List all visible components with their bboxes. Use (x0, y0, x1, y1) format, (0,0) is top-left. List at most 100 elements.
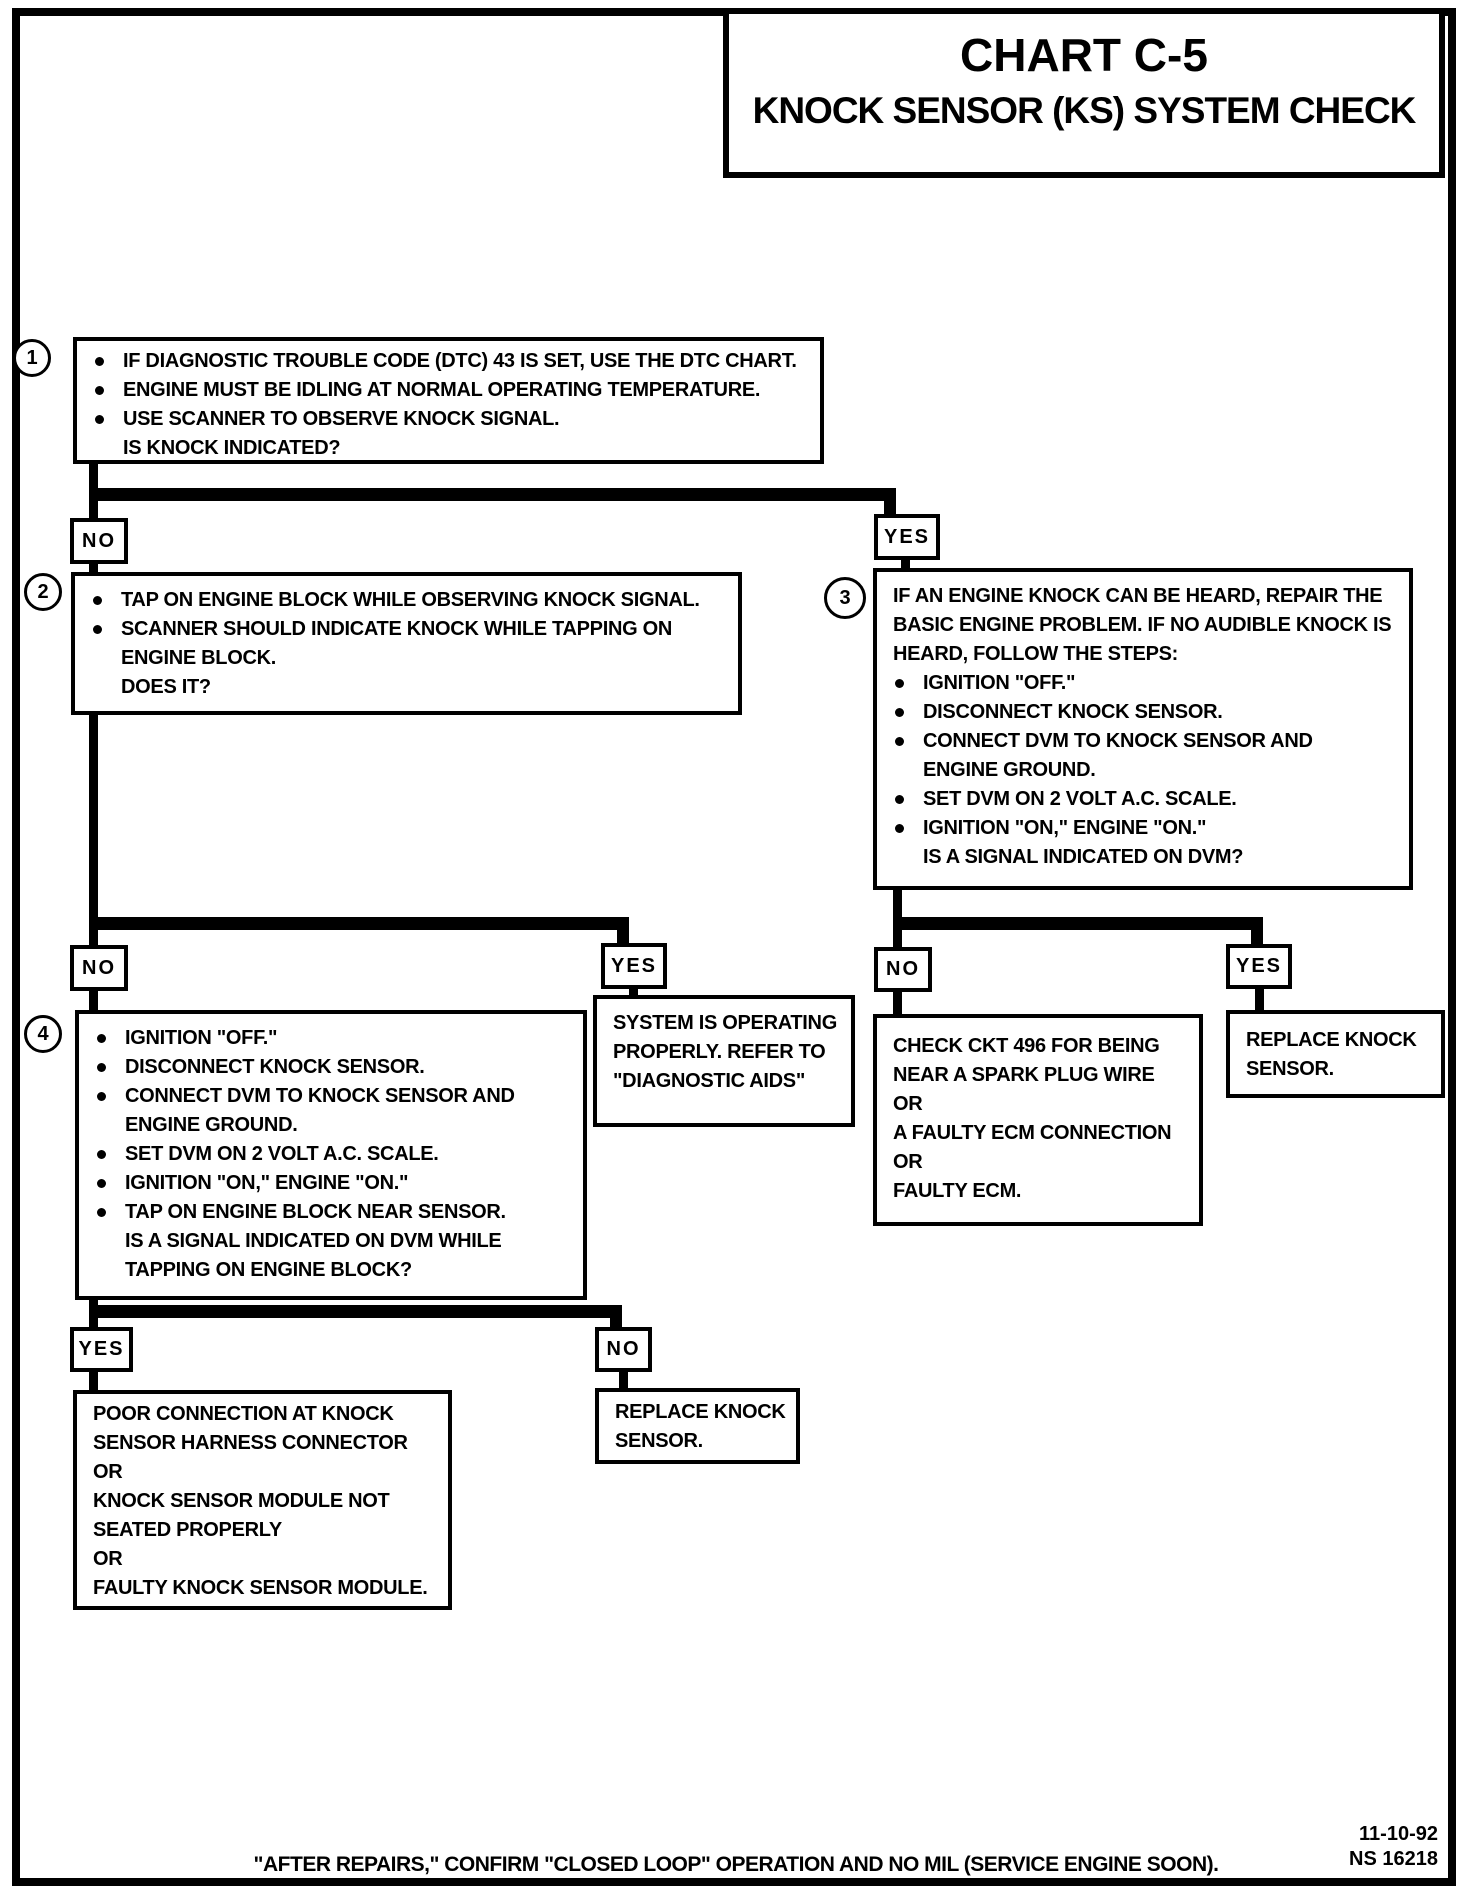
step4-box: IGNITION "OFF." DISCONNECT KNOCK SENSOR. C… (75, 1010, 587, 1300)
step2-yes-label: YES (601, 943, 667, 989)
text-line: SET DVM ON 2 VOLT A.C. SCALE. (125, 1143, 439, 1165)
text-line: BASIC ENGINE PROBLEM. IF NO AUDIBLE KNOC… (893, 614, 1392, 636)
text-line: ENGINE BLOCK. (121, 647, 276, 669)
connector-step4-no-drop (610, 1305, 622, 1329)
connector-step3-down (893, 890, 902, 919)
bullet-icon (97, 1150, 106, 1159)
text-line: SENSOR HARNESS CONNECTOR (93, 1432, 408, 1454)
step3-text: IF AN ENGINE KNOCK CAN BE HEARD, REPAIR … (877, 572, 1409, 872)
bullet-icon (97, 1063, 106, 1072)
step3-box: IF AN ENGINE KNOCK CAN BE HEARD, REPAIR … (873, 568, 1413, 890)
step4-yes-label: YES (70, 1327, 133, 1372)
connector-no4-replace (619, 1371, 628, 1389)
footer-note: "AFTER REPAIRS," CONFIRM "CLOSED LOOP" O… (253, 1853, 1219, 1876)
text-line: NEAR A SPARK PLUG WIRE (893, 1064, 1155, 1086)
connector-step4-down (89, 1300, 98, 1307)
step2-number-circle: 2 (24, 573, 62, 611)
text-line: POOR CONNECTION AT KNOCK (93, 1403, 394, 1425)
bullet-icon (95, 357, 104, 366)
connector-step4-yes-stub (89, 1318, 98, 1329)
text-line: DISCONNECT KNOCK SENSOR. (923, 701, 1223, 723)
text-line: FAULTY ECM. (893, 1180, 1022, 1202)
text-line: OR (893, 1093, 923, 1115)
bullet-icon (895, 679, 904, 688)
connector-step1-yes-drop (884, 488, 896, 516)
branch-bar-step3 (893, 917, 1263, 930)
branch-bar-step2 (89, 917, 629, 930)
step1-no-label: NO (70, 518, 128, 564)
bullet-icon (97, 1092, 106, 1101)
step3-number-circle: 3 (824, 577, 866, 619)
system-ok-text: SYSTEM IS OPERATING PROPERLY. REFER TO "DI… (597, 999, 851, 1096)
text-line: SENSOR. (615, 1430, 703, 1452)
yes-text: YES (78, 1338, 125, 1360)
document-codes: 11-10-92 NS 16218 (1349, 1822, 1438, 1872)
yes-text: YES (610, 954, 658, 977)
bullet-icon (97, 1179, 106, 1188)
step1-number-circle: 1 (13, 339, 51, 377)
text-line: IGNITION "OFF." (125, 1027, 278, 1049)
text-line: SCANNER SHOULD INDICATE KNOCK WHILE TAPP… (121, 618, 673, 640)
document-number: NS 16218 (1349, 1848, 1438, 1870)
text-line: DOES IT? (121, 676, 211, 698)
step1-text: IF DIAGNOSTIC TROUBLE CODE (DTC) 43 IS S… (77, 341, 820, 463)
chart-title-box: CHART C-5 KNOCK SENSOR (KS) SYSTEM CHECK (723, 8, 1445, 178)
text-line: REPLACE KNOCK (615, 1401, 786, 1423)
text-line: PROPERLY. REFER TO (613, 1041, 826, 1063)
step4-number: 4 (37, 1022, 49, 1045)
connector-no1-step2 (89, 562, 98, 574)
connector-step1-no-stub (89, 501, 98, 520)
connector-yes2-systemok (629, 987, 638, 997)
text-line: OR (93, 1548, 123, 1570)
connector-no3-checkckt (893, 991, 902, 1016)
no-text: NO (606, 1338, 641, 1360)
connector-step1-down (89, 464, 98, 490)
text-line: ENGINE GROUND. (125, 1114, 298, 1136)
text-line: SENSOR. (1246, 1058, 1334, 1080)
step3-no-label: NO (874, 947, 932, 992)
bullet-icon (95, 386, 104, 395)
bullet-icon (97, 1208, 106, 1217)
revision-date: 11-10-92 (1359, 1823, 1438, 1845)
step4-text: IGNITION "OFF." DISCONNECT KNOCK SENSOR. C… (79, 1014, 583, 1285)
connector-yes3-replace (1255, 988, 1264, 1012)
no-text: NO (886, 958, 920, 980)
bullet-icon (93, 596, 102, 605)
text-line: IGNITION "ON," ENGINE "ON." (125, 1172, 409, 1194)
text-line: "DIAGNOSTIC AIDS" (613, 1070, 806, 1092)
bullet-icon (895, 708, 904, 717)
bullet-icon (93, 625, 102, 634)
text-line: TAP ON ENGINE BLOCK WHILE OBSERVING KNOC… (121, 589, 700, 611)
text-line: IF AN ENGINE KNOCK CAN BE HEARD, REPAIR … (893, 585, 1383, 607)
bullet-icon (97, 1034, 106, 1043)
step2-number: 2 (37, 580, 49, 603)
text-line: DISCONNECT KNOCK SENSOR. (125, 1056, 425, 1078)
step1-box: IF DIAGNOSTIC TROUBLE CODE (DTC) 43 IS S… (73, 337, 824, 464)
step4-number-circle: 4 (24, 1015, 62, 1053)
text-line: ENGINE GROUND. (923, 759, 1096, 781)
replace-sensor-right-box: REPLACE KNOCK SENSOR. (1226, 1010, 1445, 1098)
yes-text: YES (1235, 955, 1283, 977)
connector-step2-yes-drop (617, 917, 629, 944)
text-line: CONNECT DVM TO KNOCK SENSOR AND (125, 1085, 515, 1107)
step2-no-label: NO (70, 945, 128, 991)
text-line: HEARD, FOLLOW THE STEPS: (893, 643, 1179, 665)
step3-yes-label: YES (1226, 944, 1292, 989)
text-line: IGNITION "ON," ENGINE "ON." (923, 817, 1207, 839)
bullet-icon (95, 415, 104, 424)
connector-step2-down (89, 715, 98, 919)
connector-no2-step4 (89, 989, 98, 1012)
chart-subtitle: KNOCK SENSOR (KS) SYSTEM CHECK (752, 90, 1417, 131)
step2-box: TAP ON ENGINE BLOCK WHILE OBSERVING KNOC… (71, 572, 742, 715)
text-line: TAP ON ENGINE BLOCK NEAR SENSOR. (125, 1201, 506, 1223)
poor-connection-box: POOR CONNECTION AT KNOCK SENSOR HARNESS C… (73, 1390, 452, 1610)
bullet-icon (895, 737, 904, 746)
text-line: IGNITION "OFF." (923, 672, 1076, 694)
text-line: CHECK CKT 496 FOR BEING (893, 1035, 1160, 1057)
step1-yes-label: YES (874, 514, 940, 560)
text-line: REPLACE KNOCK (1246, 1029, 1417, 1051)
text-line: SET DVM ON 2 VOLT A.C. SCALE. (923, 788, 1237, 810)
text-line: A FAULTY ECM CONNECTION (893, 1122, 1172, 1144)
text-line: SYSTEM IS OPERATING (613, 1012, 837, 1034)
